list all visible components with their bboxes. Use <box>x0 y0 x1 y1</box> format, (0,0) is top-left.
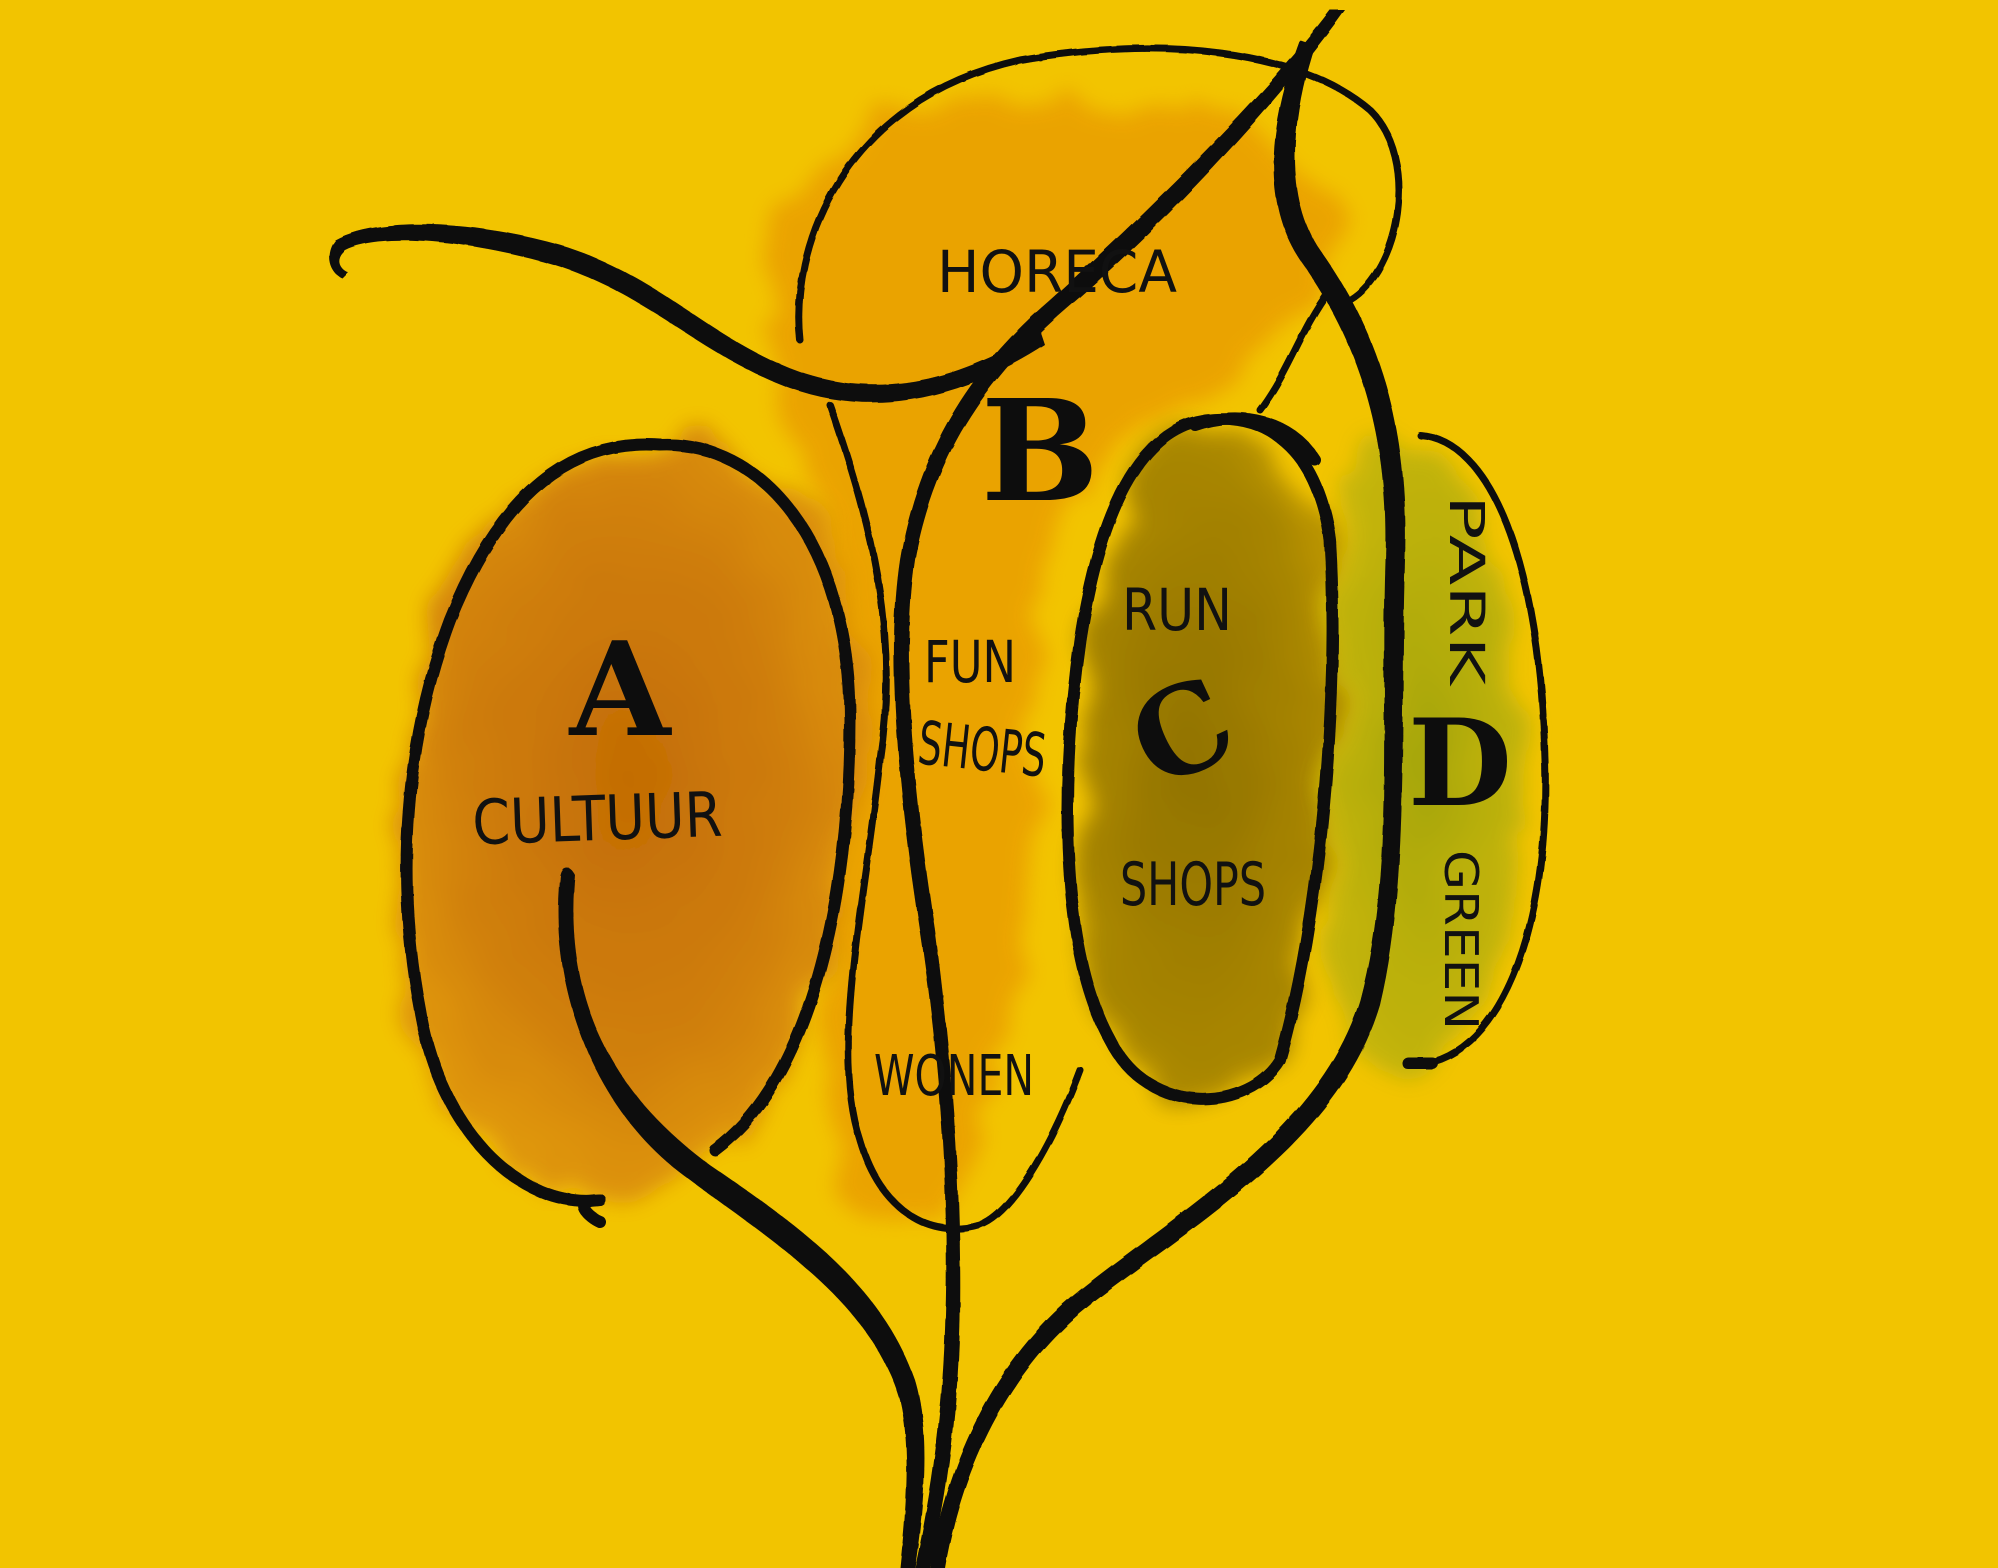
zone-b-letter: B <box>981 370 1099 534</box>
zone-c-label-shops: SHOPS <box>1120 850 1266 920</box>
zone-c-label-run: RUN <box>1122 576 1232 644</box>
zone-a-letter: A <box>568 613 673 766</box>
zone-b-label-shops: SHOPS <box>915 709 1050 792</box>
zone-d-letter: D <box>1408 693 1512 834</box>
zone-d-label-park: PARK <box>1438 495 1494 687</box>
zone-b-label-fun: FUN <box>924 628 1016 696</box>
zone-a-outline-tail <box>584 1200 600 1222</box>
zone-b-label-horeca: HORECA <box>937 238 1177 306</box>
zone-d-label-green: GREEN <box>1434 850 1488 1030</box>
zone-b-label-wonen: WONEN <box>874 1044 1034 1109</box>
zone-a-label-cultuur: CULTUUR <box>471 778 723 860</box>
